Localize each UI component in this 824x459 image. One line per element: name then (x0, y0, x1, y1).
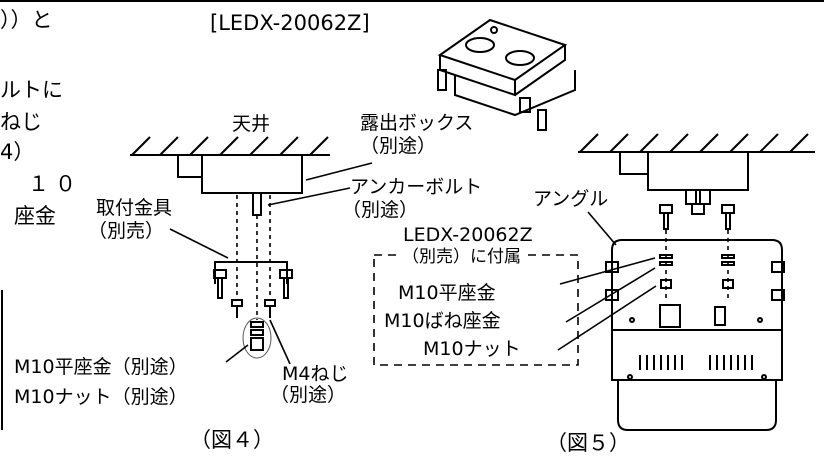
fig5-model-label: [LEDX-20062Z] (210, 11, 370, 35)
fig4-ceiling-label: 天井 (232, 113, 271, 135)
fig4-guide-lines (236, 195, 271, 320)
fig5-mount (659, 189, 735, 230)
fig4-screw-sub: （別途） (270, 384, 347, 406)
fig4-washer-label: M10平座金（別途） (14, 356, 188, 378)
fig5-leaders (557, 211, 657, 351)
fig5-included-title: LEDX-20062Z (403, 224, 533, 246)
left-fragment-line6: 座金 (14, 204, 56, 228)
fig4-ceiling (130, 136, 330, 156)
fig5-angle-label: アングル (533, 188, 609, 210)
left-fragment-line1: ））と (0, 8, 53, 32)
fig4-washer-nut (242, 317, 272, 359)
fig4-exposed-box-label: 露出ボックス (360, 112, 474, 134)
fig4-anchor-bolt (252, 192, 262, 216)
fig4-screw-label: M4ねじ (282, 363, 349, 385)
fig4-nut-label: M10ナット（別途） (14, 386, 188, 408)
fig5-washers (659, 254, 735, 289)
fig4-m4-screws (231, 299, 276, 318)
fig5-caption: （図５） (546, 431, 630, 455)
fig5-nut-label: M10ナット (423, 338, 521, 360)
left-fragment-line2: ルトに (0, 78, 63, 102)
fig4-bracket-label: 取付金具 (96, 197, 173, 219)
fig5-fins (639, 355, 753, 370)
fig5-flat-washer-label: M10平座金 (398, 282, 496, 304)
fig4-exposed-box (201, 154, 303, 194)
fig4-anchor-bolt-label: アンカーボルト (350, 176, 483, 198)
left-fragment-line3: ねじ (0, 110, 42, 134)
fig4-conduit (177, 154, 203, 178)
fig4-anchor-bolt-sub: （別途） (342, 199, 419, 221)
fig5-included-sub: （別売）に付属 (400, 247, 523, 267)
fig4-bracket-sub: （別売） (88, 220, 165, 242)
fig5-ceiling (578, 133, 815, 153)
fig5-exposed-box (647, 151, 749, 191)
fig4-bracket-bolts (213, 269, 293, 299)
fig5-spring-washer-label: M10ばね座金 (384, 310, 501, 332)
fig5-bracket-illustration (437, 18, 576, 131)
left-fragment-line4: 4） (0, 140, 35, 164)
fig4-exposed-box-sub: （別途） (360, 135, 437, 157)
left-fragment-line5: １０ (28, 172, 82, 196)
fig5-conduit (619, 151, 649, 175)
fig4-leaders (169, 162, 373, 365)
fig4-caption: （図４） (190, 428, 274, 452)
fig5-fixture (605, 239, 785, 431)
